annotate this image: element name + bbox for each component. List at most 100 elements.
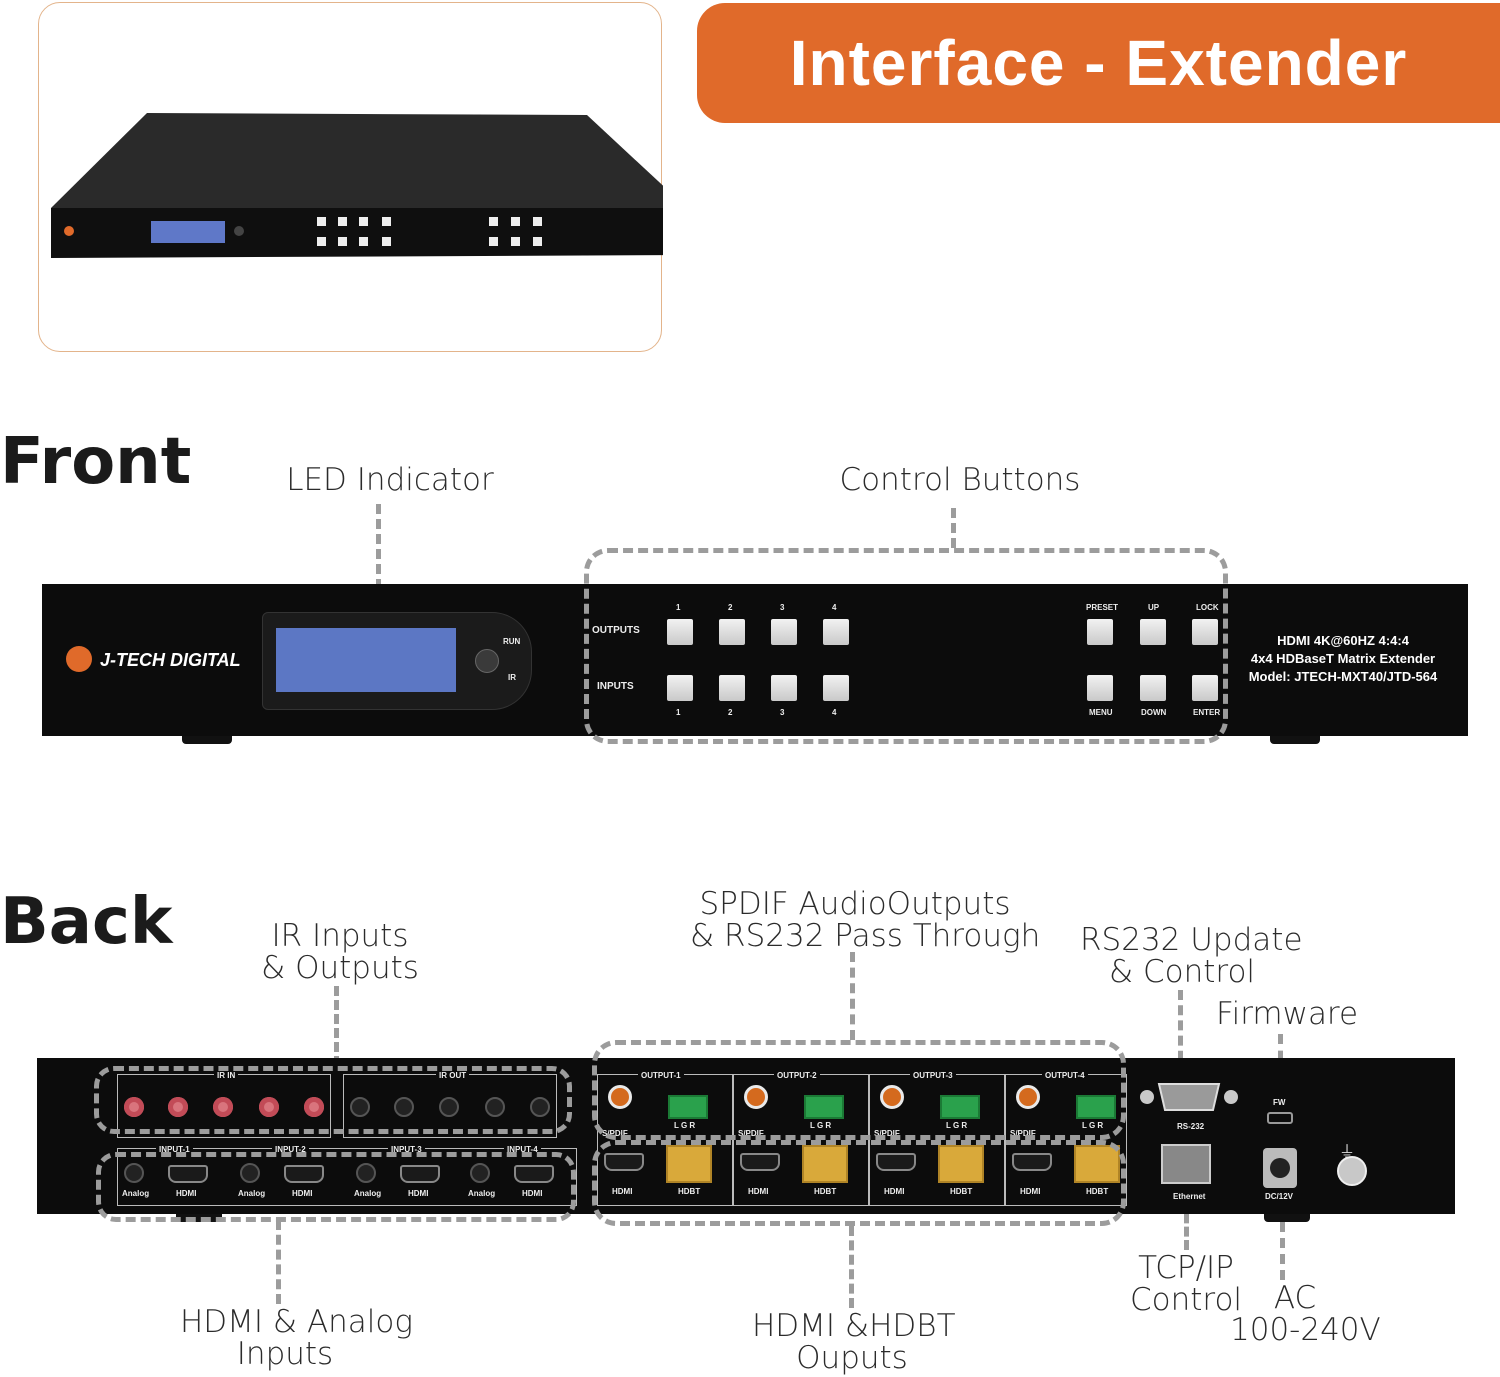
hdmi-output-port[interactable]	[740, 1153, 780, 1171]
ac-leader-line	[1280, 1222, 1285, 1280]
output-3-button[interactable]	[771, 619, 797, 645]
firmware-usb-port[interactable]	[1267, 1112, 1293, 1124]
output-group-label: OUTPUT-4	[1042, 1071, 1088, 1080]
inputs-highlight	[96, 1152, 576, 1222]
rs232-db9-port[interactable]	[1139, 1080, 1239, 1114]
enter-label: ENTER	[1193, 708, 1221, 717]
ir-out-jack[interactable]	[485, 1097, 505, 1117]
preset-label: PRESET	[1086, 603, 1119, 612]
preset-button[interactable]	[1087, 619, 1113, 645]
lock-button[interactable]	[1192, 619, 1218, 645]
menu-button[interactable]	[1087, 675, 1113, 701]
hdmi-analog-callout: HDMI & Analog Inputs	[180, 1306, 413, 1372]
spdif-port[interactable]	[608, 1085, 632, 1109]
analog-input-jack[interactable]	[470, 1163, 490, 1183]
ir-in-jack[interactable]	[124, 1097, 144, 1117]
analog-input-jack[interactable]	[124, 1163, 144, 1183]
input-1-button[interactable]	[667, 675, 693, 701]
hdmi-input-port[interactable]	[514, 1165, 554, 1183]
dc-power-jack[interactable]	[1263, 1148, 1297, 1188]
model-line: 4x4 HDBaseT Matrix Extender	[1250, 651, 1436, 666]
callout-line: HDMI &HDBT	[752, 1308, 956, 1344]
up-button[interactable]	[1140, 619, 1166, 645]
ir-in-jack[interactable]	[213, 1097, 233, 1117]
hdmi-label: HDMI	[1020, 1187, 1041, 1196]
hdbt-label: HDBT	[678, 1187, 701, 1196]
spdif-label: S/PDIF	[874, 1129, 900, 1138]
output-4-button[interactable]	[823, 619, 849, 645]
ir-out-jack[interactable]	[350, 1097, 370, 1117]
ir-in-jack[interactable]	[168, 1097, 188, 1117]
display-bezel: RUN IR	[262, 612, 532, 710]
output-2-button[interactable]	[719, 619, 745, 645]
input-number: 3	[780, 708, 785, 717]
ir-label: IR	[508, 673, 516, 682]
control-buttons-callout: Control Buttons	[839, 462, 1081, 498]
hdmi-input-port[interactable]	[400, 1165, 440, 1183]
enter-button[interactable]	[1192, 675, 1218, 701]
hdmi-label: HDMI	[748, 1187, 769, 1196]
led-leader-line	[376, 504, 381, 634]
spdif-port[interactable]	[1016, 1085, 1040, 1109]
rs232-terminal[interactable]	[1076, 1095, 1116, 1119]
back-panel: IR IN IR OUT INPUT-1 INPUT-2 INPUT-3 INP…	[37, 1058, 1455, 1214]
callout-line: SPDIF AudioOutputs	[699, 886, 1011, 922]
down-button[interactable]	[1140, 675, 1166, 701]
callout-line: Control	[1129, 1282, 1243, 1318]
hdmi-input-port[interactable]	[284, 1165, 324, 1183]
input-4-button[interactable]	[823, 675, 849, 701]
analog-label: Analog	[468, 1189, 496, 1198]
spdif-port[interactable]	[880, 1085, 904, 1109]
analog-label: Analog	[122, 1189, 150, 1198]
input-group-label: INPUT-3	[388, 1145, 425, 1154]
ir-out-jack[interactable]	[439, 1097, 459, 1117]
analog-input-jack[interactable]	[356, 1163, 376, 1183]
output-group-label: OUTPUT-2	[774, 1071, 820, 1080]
callout-line: Inputs	[236, 1336, 334, 1372]
callout-line: AC	[1273, 1280, 1317, 1316]
rs232-terminal[interactable]	[940, 1095, 980, 1119]
hdmi-hdbt-callout: HDMI &HDBT Ouputs	[752, 1308, 956, 1374]
ir-out-label: IR OUT	[436, 1071, 470, 1080]
output-1-button[interactable]	[667, 619, 693, 645]
ethernet-port[interactable]	[1161, 1144, 1211, 1184]
rs232-label: RS-232	[1177, 1122, 1205, 1131]
spdif-label: S/PDIF	[738, 1129, 764, 1138]
model-line: Model: JTECH-MXT40/JTD-564	[1248, 669, 1438, 684]
input-3-button[interactable]	[771, 675, 797, 701]
analog-input-jack[interactable]	[240, 1163, 260, 1183]
ir-in-jack[interactable]	[304, 1097, 324, 1117]
output-group: OUTPUT-3 S/PDIF L G R HDMI HDBT	[869, 1071, 1005, 1206]
input-number: 1	[676, 708, 681, 717]
dc-jack-hole	[1270, 1158, 1290, 1178]
callout-line: & RS232 Pass Through	[690, 918, 1041, 954]
ir-out-block: IR OUT	[343, 1071, 557, 1138]
brand-name: J-TECH DIGITAL	[100, 650, 241, 670]
up-label: UP	[1148, 603, 1160, 612]
spdif-label: S/PDIF	[1010, 1129, 1036, 1138]
hdmi-output-port[interactable]	[876, 1153, 916, 1171]
ir-in-label: IR IN	[214, 1071, 239, 1080]
product-thumbnail-card	[38, 2, 687, 352]
hdbt-port[interactable]	[666, 1145, 712, 1183]
ground-screw-icon	[1337, 1156, 1367, 1186]
hdmi-output-port[interactable]	[1012, 1153, 1052, 1171]
spdif-port[interactable]	[744, 1085, 768, 1109]
lgr-label: L G R	[810, 1121, 832, 1130]
ir-out-jack[interactable]	[394, 1097, 414, 1117]
hdbt-label: HDBT	[1086, 1187, 1109, 1196]
callout-line: RS232 Update	[1080, 922, 1303, 958]
run-label: RUN	[503, 637, 521, 646]
ir-in-jack[interactable]	[259, 1097, 279, 1117]
front-panel: J-TECH DIGITAL RUN IR OUTPUTS INPUTS 1 2…	[42, 584, 1468, 736]
input-2-button[interactable]	[719, 675, 745, 701]
hdmi-input-port[interactable]	[168, 1165, 208, 1183]
output-group-label: OUTPUT-3	[910, 1071, 956, 1080]
rs232-terminal[interactable]	[804, 1095, 844, 1119]
back-heading: Back	[0, 885, 173, 959]
rs232-terminal[interactable]	[668, 1095, 708, 1119]
lock-label: LOCK	[1196, 603, 1219, 612]
hdbt-port[interactable]	[802, 1145, 848, 1183]
hdbt-port[interactable]	[938, 1145, 984, 1183]
ir-out-jack[interactable]	[530, 1097, 550, 1117]
